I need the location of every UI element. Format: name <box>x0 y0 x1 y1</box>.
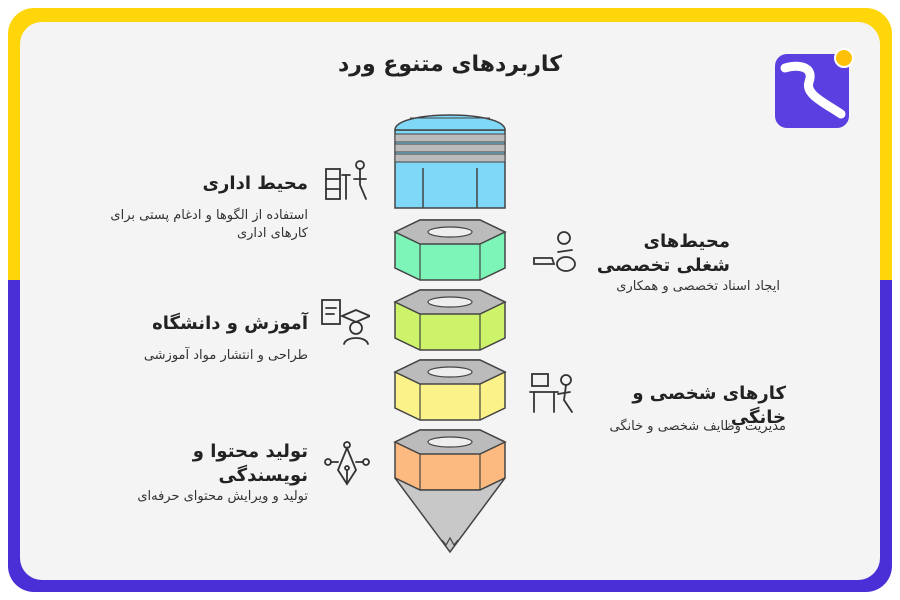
person-computer-icon <box>529 373 573 413</box>
people-laptop-icon <box>533 231 576 272</box>
item-heading-professional: محیط‌های شغلی تخصصی <box>596 231 730 276</box>
item-heading-content: تولید محتوا و نویسندگی <box>192 441 308 486</box>
logo-dot <box>834 48 854 68</box>
pencil-segment-5 <box>393 429 507 491</box>
pencil-segment-4 <box>393 359 507 421</box>
item-heading-personal: کارهای شخصی و خانگی <box>632 383 786 428</box>
pencil-diagram <box>393 114 507 554</box>
item-desc-professional: ایجاد اسناد تخصصی و همکاری <box>616 279 780 294</box>
logo <box>775 54 849 128</box>
page-title: کاربردهای متنوع ورد <box>338 52 562 77</box>
pencil-segment-2 <box>393 219 507 281</box>
item-desc-personal: مدیریت وظایف شخصی و خانگی <box>609 419 786 434</box>
pencil-segment-1 <box>394 114 506 209</box>
item-heading-office: محیط اداری <box>202 173 308 194</box>
office-desk-icon <box>325 160 367 200</box>
item-desc-education: طراحی و انتشار مواد آموزشی <box>143 348 308 363</box>
item-desc-office: استفاده از الگوها و ادغام پستی برای کاره… <box>110 208 308 241</box>
logo-swoosh-icon <box>780 61 846 119</box>
item-heading-education: آموزش و دانشگاه <box>152 313 308 334</box>
pencil-segment-3 <box>393 289 507 351</box>
pencil-tip <box>394 477 506 554</box>
pen-nib-icon <box>324 441 370 486</box>
item-desc-content: تولید و ویرایش محتوای حرفه‌ای <box>137 489 308 504</box>
teacher-graduate-icon <box>321 299 370 345</box>
